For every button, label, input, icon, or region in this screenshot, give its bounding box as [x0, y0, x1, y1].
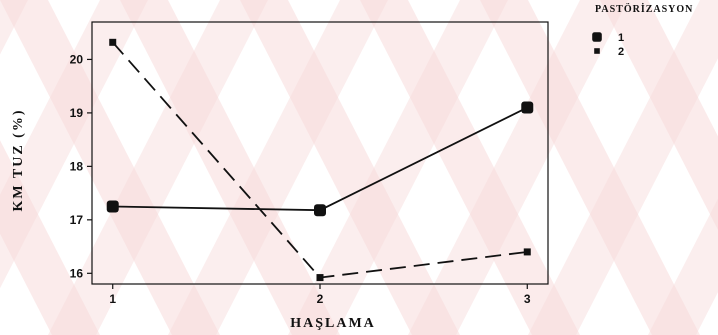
y-tick-label: 16: [70, 266, 84, 280]
series-lines: [112, 41, 528, 279]
series-2-point: [109, 38, 117, 46]
x-tick-label: 2: [317, 292, 324, 306]
x-tick-label: 1: [109, 292, 116, 306]
y-tick-label: 18: [70, 159, 84, 173]
y-axis-title: KM TUZ (%): [11, 109, 26, 212]
series-2-point: [316, 274, 324, 282]
watermark-stripe: [240, 0, 460, 335]
watermark-stripe: [0, 0, 148, 289]
watermark-stripe: [480, 0, 700, 335]
legend: PASTÖRİZASYON 12: [592, 2, 693, 58]
watermark-stripe: [120, 0, 340, 335]
watermark-stripe: [48, 0, 268, 335]
y-axis: 16 17 18 19 20: [70, 52, 92, 280]
watermark-stripe: [0, 0, 220, 335]
series-1-line: [112, 106, 528, 212]
series-2-line: [112, 41, 528, 279]
legend-marker-2: [594, 48, 600, 54]
watermark-stripe: [600, 0, 718, 230]
x-axis-title: HAŞLAMA: [290, 316, 376, 331]
legend-title: PASTÖRİZASYON: [595, 2, 693, 15]
legend-marker-1: [592, 32, 602, 42]
watermark-stripe: [288, 0, 508, 335]
series-1-point: [314, 204, 326, 217]
watermark-stripe: [648, 198, 718, 335]
series-1-point: [106, 200, 119, 213]
legend-label-1: 1: [618, 32, 624, 44]
watermark-stripe: [0, 140, 100, 335]
legend-label-2: 2: [618, 46, 624, 58]
y-tick-label: 20: [70, 52, 84, 66]
y-tick-label: 17: [70, 213, 84, 227]
legend-items: 12: [592, 32, 624, 58]
x-tick-label: 3: [524, 292, 531, 306]
y-tick-label: 19: [70, 106, 84, 120]
series-2-point: [523, 248, 531, 256]
plot-area-frame: [91, 21, 549, 285]
x-axis: 1 2 3: [109, 284, 531, 306]
series-1-point: [521, 101, 534, 114]
series-markers: [106, 38, 534, 282]
watermark-stripe: [168, 0, 388, 335]
watermark-stripe: [408, 0, 628, 335]
